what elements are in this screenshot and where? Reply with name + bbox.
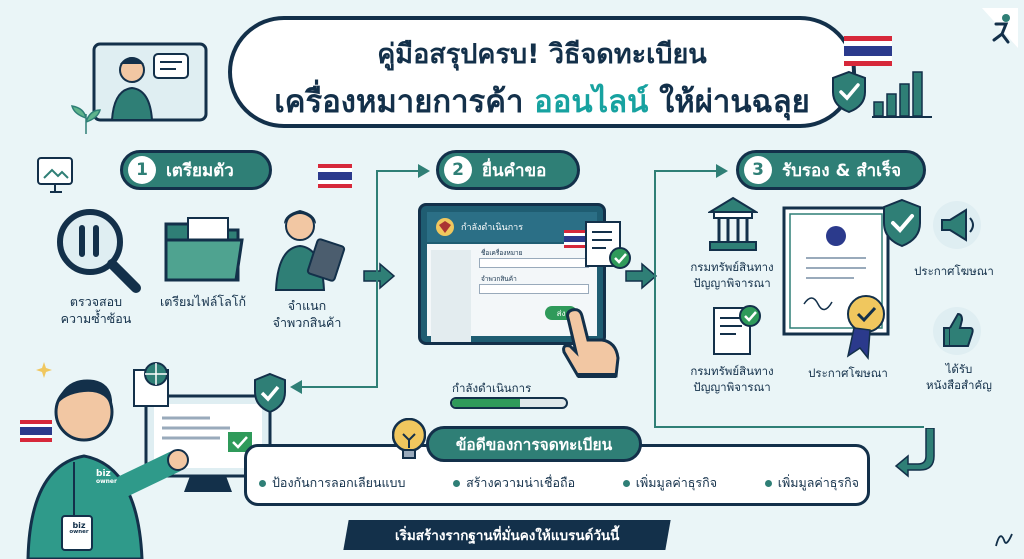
megaphone-icon xyxy=(932,200,982,250)
certificate-icon xyxy=(782,206,894,360)
pointing-hand-icon xyxy=(558,306,624,378)
signature-icon xyxy=(992,528,1016,550)
footer-banner: เริ่มสร้างรากฐานที่มั่นคงให้แบรนด์วันนี้ xyxy=(343,520,671,550)
step1-item-2-label: เตรียมไฟล์โลโก้ xyxy=(159,294,247,309)
thai-flag-small-icon xyxy=(318,164,352,188)
step-2-pill: 2 ยื่นคำขอ xyxy=(436,150,580,190)
shield-check-3-icon xyxy=(252,372,288,414)
step-1-pill: 1 เตรียมตัว xyxy=(120,150,272,190)
plant-icon xyxy=(70,104,102,134)
announce-mid-label: ประกาศโฆษณา xyxy=(808,366,888,380)
arrow-down-left-icon xyxy=(894,428,938,478)
title-card: คู่มือสรุปครบ! วิธีจดทะเบียน เครื่องหมาย… xyxy=(228,16,856,128)
benefits-title: ข้อดีของการจดทะเบียน xyxy=(426,426,642,462)
thai-flag-left-icon xyxy=(20,420,52,442)
folder-icon xyxy=(164,214,244,284)
connector-line-3 xyxy=(300,386,378,388)
step-2-number: 2 xyxy=(444,156,472,184)
title-part-3: ให้ผ่านฉลุย xyxy=(659,84,810,120)
trademark-name-input[interactable] xyxy=(479,258,589,268)
step1-item-1-label: ตรวจสอบความซ้ำซ้อน xyxy=(60,294,132,326)
presenter-person-illustration xyxy=(24,366,194,559)
shield-check-2-icon xyxy=(880,198,924,248)
progress-bar xyxy=(450,397,568,409)
benefit-item: สร้างความน่าเชื่อถือ xyxy=(453,473,575,493)
document-check-2-icon xyxy=(712,304,764,358)
product-class-input[interactable] xyxy=(479,284,589,294)
field-2-label: จำพวกสินค้า xyxy=(481,275,517,283)
progress-fill xyxy=(452,399,521,407)
title-part-1: เครื่องหมายการค้า xyxy=(274,84,524,120)
image-monitor-icon xyxy=(36,156,80,196)
title-line-1: คู่มือสรุปครบ! วิธีจดทะเบียน xyxy=(377,39,707,70)
thumbs-up-icon xyxy=(932,306,982,356)
step-1-label: เตรียมตัว xyxy=(166,160,234,181)
arrow-head-icon xyxy=(418,164,430,178)
receive-label: ได้รับหนังสือสำคัญ xyxy=(926,362,992,392)
connector-line-5 xyxy=(654,170,722,172)
thai-flag-icon xyxy=(844,36,892,66)
globe-doc-icon xyxy=(132,360,176,410)
magnifier-icon xyxy=(52,206,144,294)
step-1-number: 1 xyxy=(128,156,156,184)
progress-label: กำลังดำเนินการ xyxy=(452,381,532,395)
step-3-pill: 3 รับรอง & สำเร็จ xyxy=(736,150,926,190)
connector-line-1 xyxy=(376,170,378,386)
title-line-2: เครื่องหมายการค้า ออนไลน์ ให้ผ่านฉลุย xyxy=(232,76,852,126)
person-tablet-illustration xyxy=(266,202,348,292)
connector-line-2 xyxy=(376,170,428,172)
benefit-item: ป้องกันการลอกเลียนแบบ xyxy=(259,473,405,493)
title-highlight: ออนไลน์ xyxy=(534,84,649,120)
document-check-icon xyxy=(584,220,634,274)
benefit-item: เพิ่มมูลค่าธุรกิจ xyxy=(623,473,717,493)
arrow-right-icon xyxy=(362,262,396,290)
announce-top-label: ประกาศโฆษณา xyxy=(914,264,994,278)
arrow-head-2-icon xyxy=(716,164,728,178)
shield-check-icon xyxy=(830,70,868,114)
garuda-emblem-icon xyxy=(436,218,454,236)
browser-sidebar xyxy=(431,250,471,342)
step-3-label: รับรอง & สำเร็จ xyxy=(782,160,902,181)
connector-line-4 xyxy=(654,170,656,428)
benefit-item: เพิ่มมูลค่าธุรกิจ xyxy=(765,473,859,493)
connector-line-6 xyxy=(654,426,924,428)
step1-item-3-label: จำแนกจำพวกสินค้า xyxy=(272,298,342,330)
arrow-right-2-icon xyxy=(624,262,658,290)
thai-flag-tiny-icon xyxy=(564,230,592,248)
arrow-left-icon xyxy=(290,380,302,394)
growth-bars-icon xyxy=(872,66,934,120)
dept-top-label: กรมทรัพย์สินทางปัญญาพิจารณา xyxy=(690,260,774,290)
field-1-label: ชื่อเครื่องหมาย xyxy=(481,249,523,257)
dept-bottom-label: กรมทรัพย์สินทางปัญญาพิจารณา xyxy=(690,364,774,394)
sparkle-icon xyxy=(36,362,52,378)
step-3-number: 3 xyxy=(744,156,772,184)
government-building-icon xyxy=(708,196,758,252)
benefits-list: ป้องกันการลอกเลียนแบบ สร้างความน่าเชื่อถ… xyxy=(259,473,859,493)
presenter-monitor-illustration xyxy=(92,42,212,132)
lightbulb-icon xyxy=(392,418,426,462)
brand-logo-icon xyxy=(982,8,1018,48)
step-2-label: ยื่นคำขอ xyxy=(482,160,547,181)
